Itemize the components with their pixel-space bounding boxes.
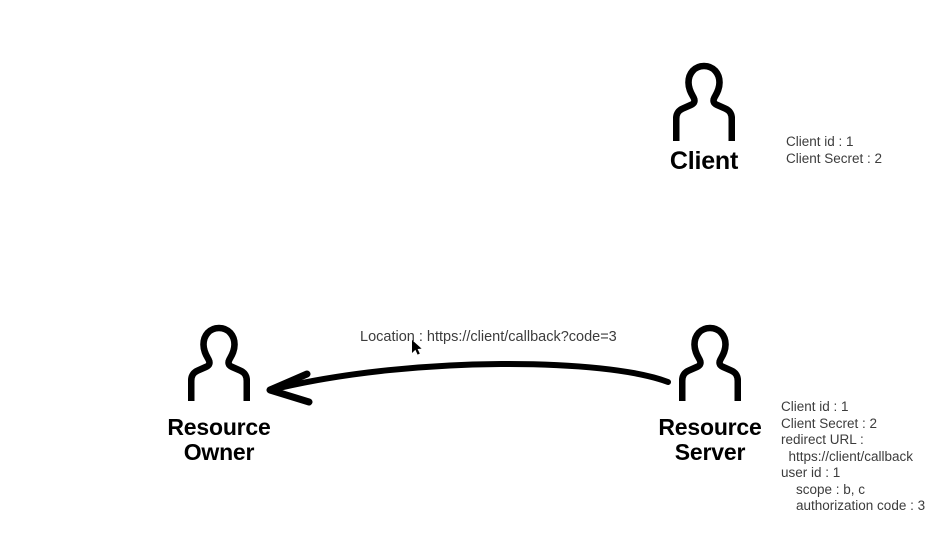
actor-client[interactable]: Client	[656, 62, 752, 175]
person-icon	[679, 324, 741, 401]
actor-resource-server[interactable]: Resource Server	[648, 324, 772, 465]
actor-resource-owner[interactable]: Resource Owner	[157, 324, 281, 465]
actor-resource-server-label: Resource Server	[658, 414, 762, 465]
annotation-client-details: Client id : 1 Client Secret : 2	[786, 134, 883, 166]
person-icon	[673, 62, 735, 141]
annotation-server-details: Client id : 1 Client Secret : 2 redirect…	[781, 399, 926, 513]
flow-arrow-label: Location : https://client/callback?code=…	[360, 329, 617, 345]
person-icon	[188, 324, 250, 401]
flow-arrow-redirect	[266, 361, 671, 406]
actor-resource-owner-label: Resource Owner	[167, 414, 271, 465]
actor-client-label: Client	[669, 147, 739, 175]
mouse-pointer-icon	[412, 340, 422, 355]
